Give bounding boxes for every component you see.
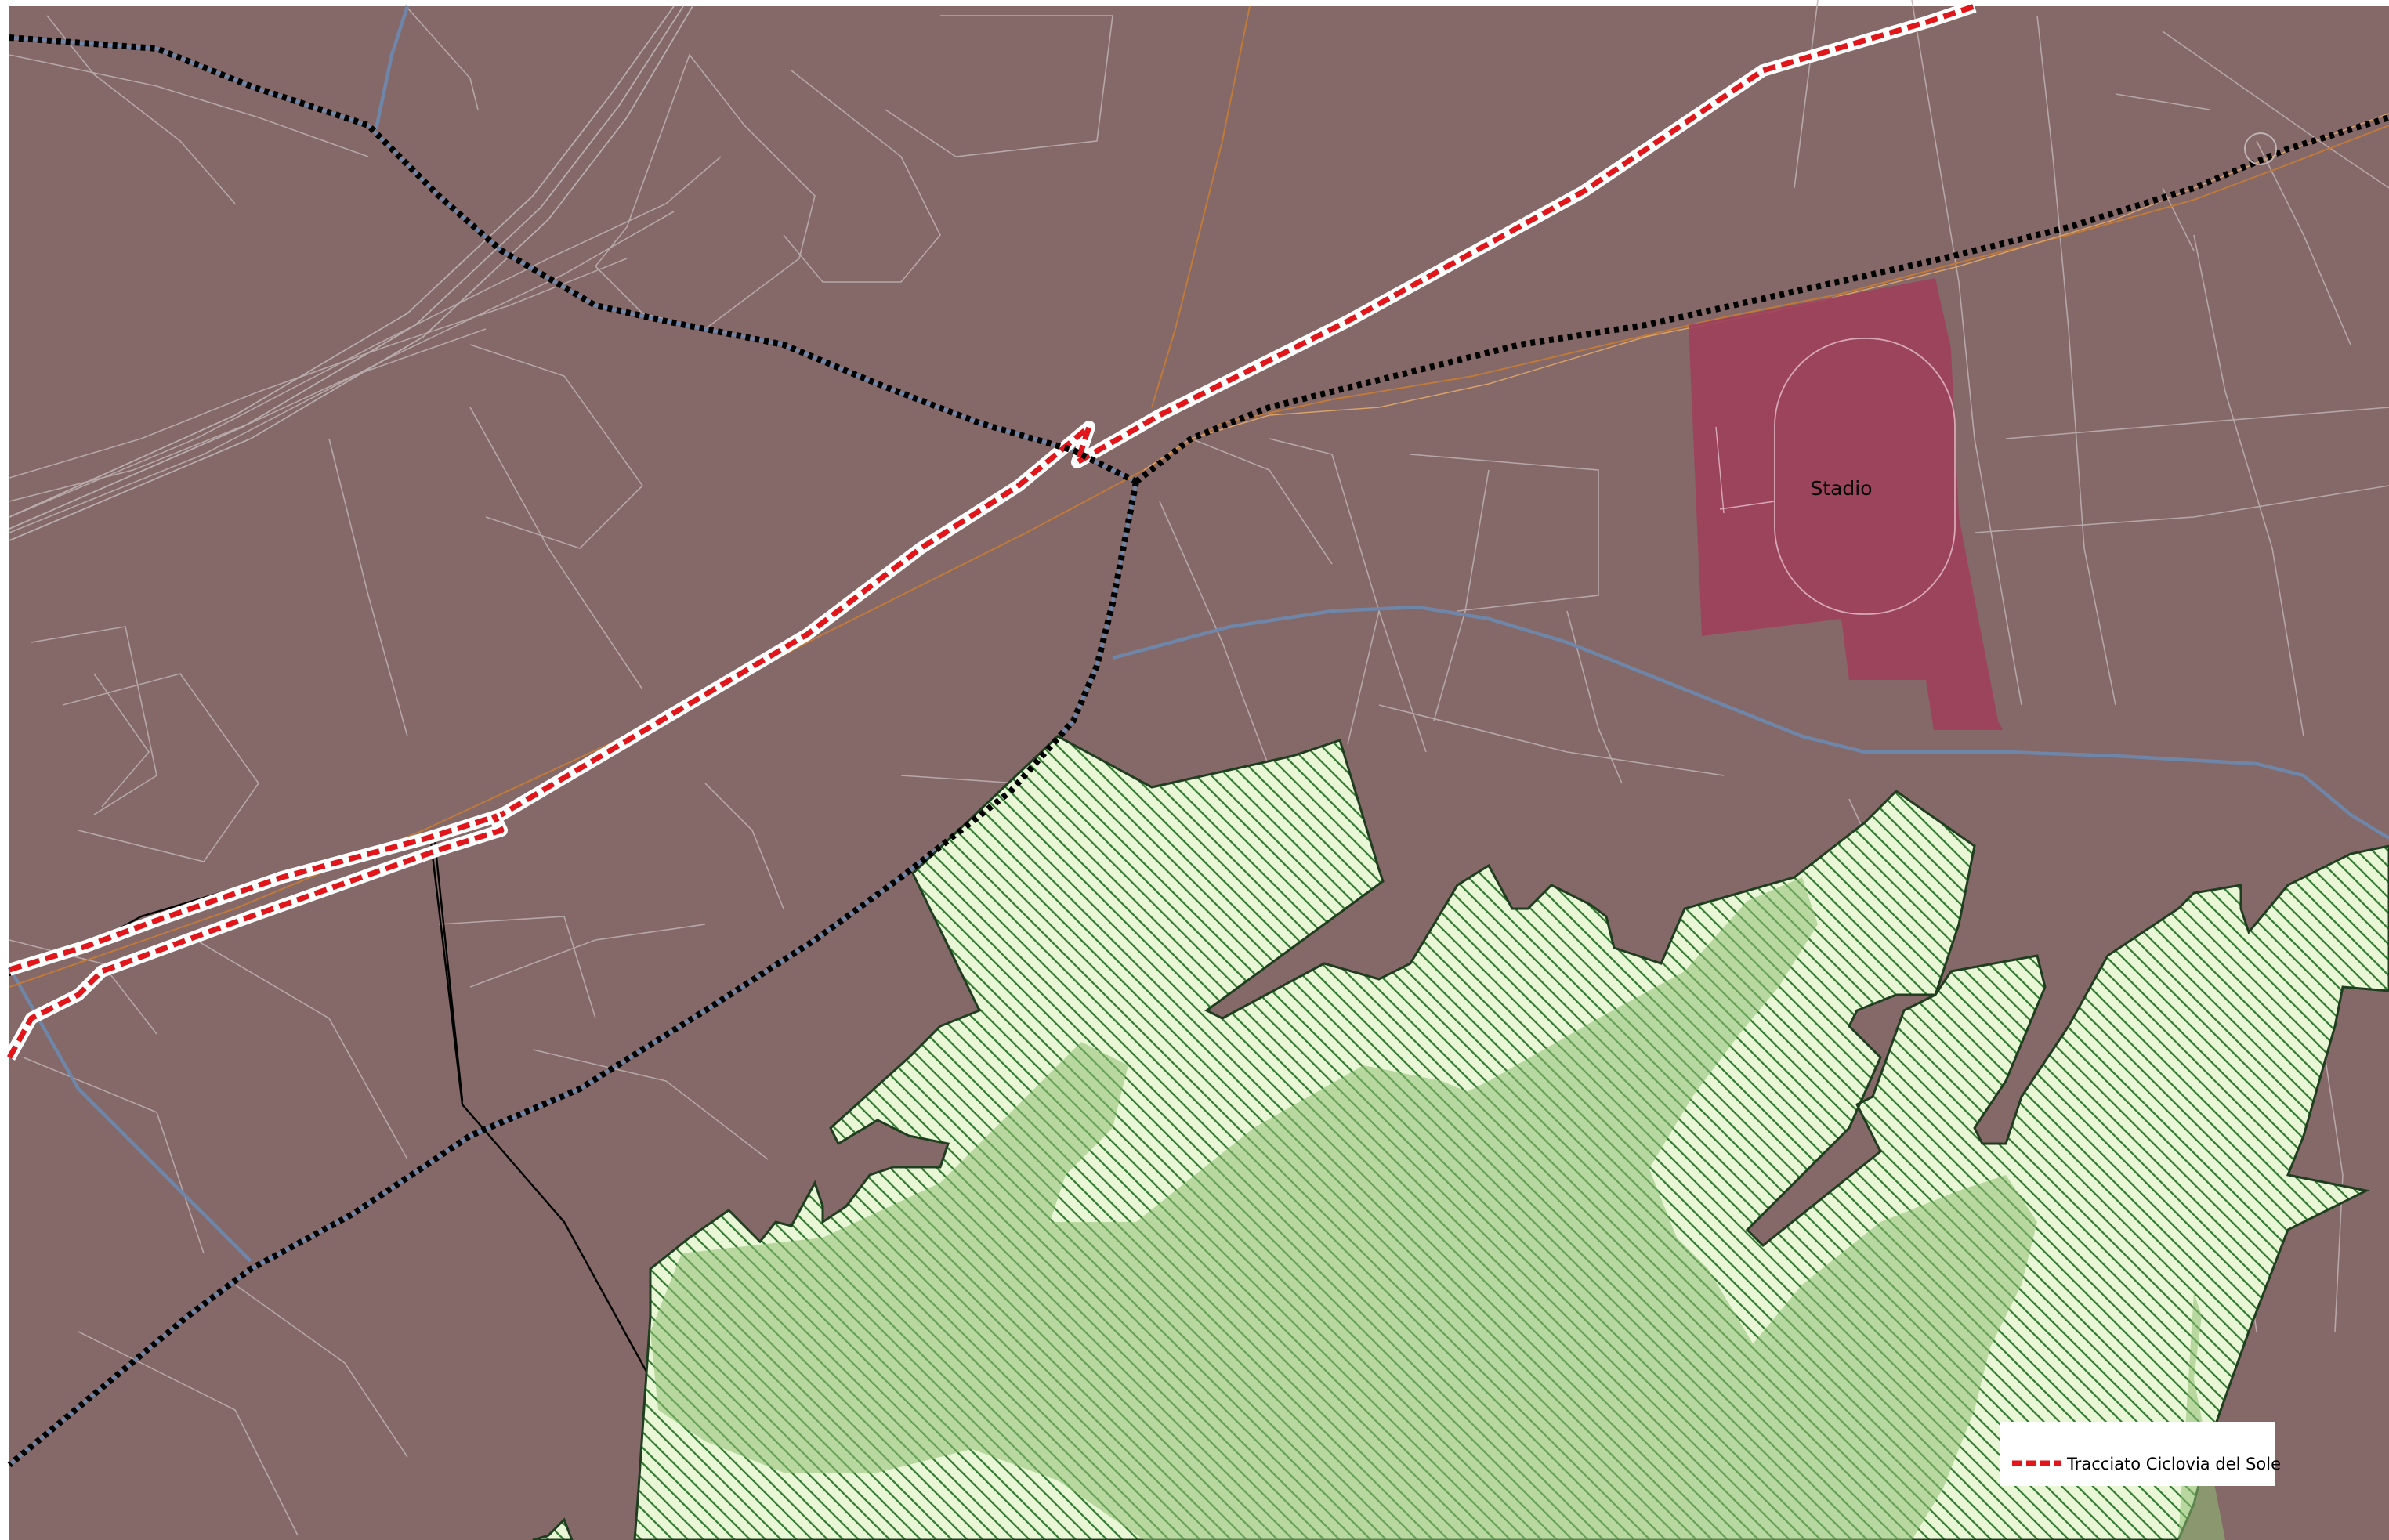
- park-area[interactable]: [532, 735, 2389, 1540]
- stadium-inner-lines: [1715, 426, 1775, 514]
- stadium-polygon[interactable]: [1689, 278, 2003, 730]
- legend-label-cycle-route: Tracciato Ciclovia del Sole: [2066, 1455, 2281, 1473]
- legend-box: [2000, 1422, 2275, 1486]
- street-network: [9, 0, 2389, 1536]
- dotted-path: [7, 34, 2389, 1468]
- roundabout: [2244, 132, 2277, 165]
- stadium-label: Stadio: [1810, 477, 1872, 500]
- stadium-track: [1774, 338, 1956, 615]
- park-shaded-zones: [650, 877, 2225, 1540]
- stadium-area[interactable]: Stadio: [1689, 278, 2003, 730]
- park-polygon-small: [532, 1517, 574, 1540]
- railway-lines: [9, 5, 693, 541]
- main-roads: [9, 5, 2389, 988]
- map-legend: Tracciato Ciclovia del Sole: [2000, 1422, 2281, 1486]
- cycle-route: [4, 0, 1977, 1061]
